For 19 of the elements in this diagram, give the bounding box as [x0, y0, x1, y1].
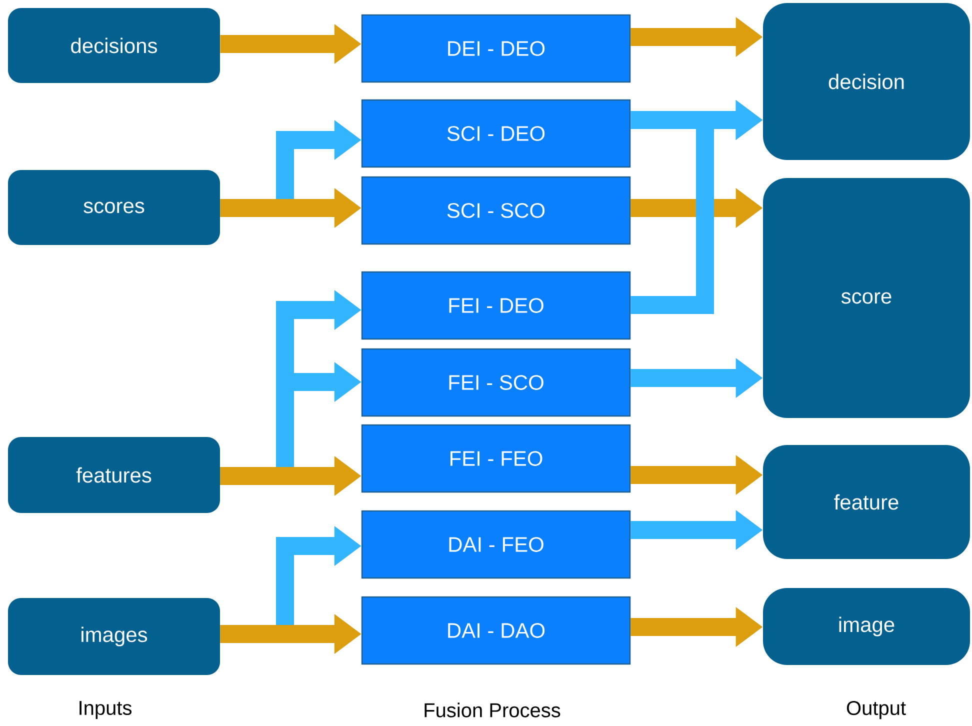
input-box: scores [8, 170, 220, 245]
process-box: FEI - DEO [361, 271, 631, 340]
output-box: decision [763, 3, 970, 160]
process-box: SCI - DEO [361, 99, 631, 168]
process-box: DAI - FEO [361, 510, 631, 579]
column-label: Fusion Process [424, 702, 560, 718]
process-box: DAI - DAO [361, 596, 631, 665]
output-box: feature [763, 445, 970, 559]
output-box: score [763, 178, 970, 418]
column-label: Inputs [80, 701, 132, 719]
output-box: image [763, 588, 970, 665]
column-label: Output [846, 700, 906, 720]
process-box: FEI - SCO [361, 348, 631, 417]
input-box: features [8, 437, 220, 513]
input-box: decisions [8, 8, 220, 83]
process-box: FEI - FEO [361, 424, 631, 493]
process-box: SCI - SCO [361, 176, 631, 245]
input-box: images [8, 598, 220, 675]
process-box: DEI - DEO [361, 14, 631, 83]
